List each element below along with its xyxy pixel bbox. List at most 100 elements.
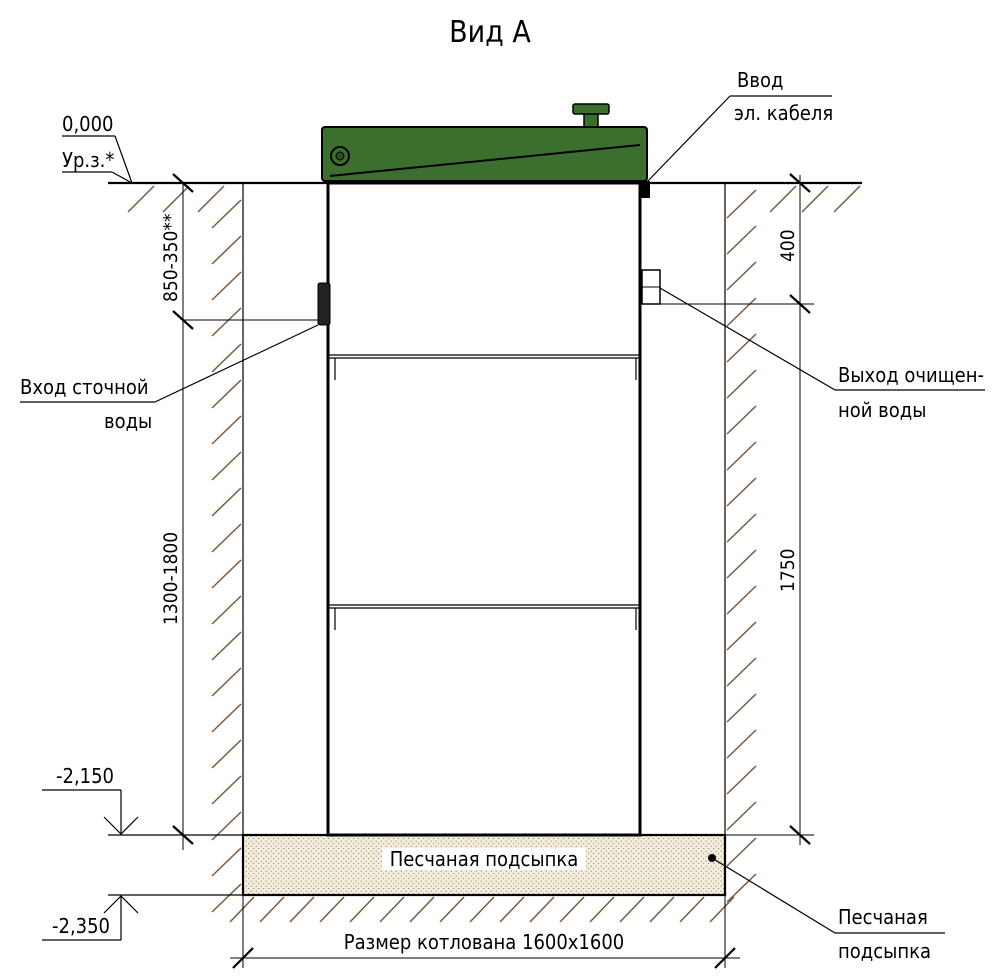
hatch-stroke [726,297,757,327]
hatch-stroke [211,703,242,733]
sand-label-1: Песчаная [838,905,928,929]
hatch-stroke [726,513,757,543]
hatch-stroke [197,185,225,213]
hatch-stroke [559,896,585,923]
ground-level-value: 0,000 [62,112,114,136]
hatch-stroke [211,415,242,445]
hatch-stroke [726,477,757,507]
ground-level-label: Ур.з.* [62,148,114,172]
hatch-stroke [259,896,285,923]
pit-size-label: Размер котлована 1600x1600 [344,930,624,954]
hatch-stroke [211,667,242,697]
hatch-stroke [726,225,757,255]
hatch-stroke [709,896,735,923]
hatch-stroke [726,333,757,363]
hatch-stroke [127,185,155,213]
hatch-stroke [726,261,757,291]
hatch-stroke [319,896,345,923]
hatch-stroke [349,896,375,923]
hatch-stroke [726,189,757,219]
hatch-stroke [211,811,242,841]
hatch-stroke [679,896,705,923]
sand-label-bg [382,848,586,870]
hatch-stroke [529,896,555,923]
hatch-stroke [379,896,405,923]
hatch-stroke [726,585,757,615]
level-2150-value: -2,150 [56,764,114,788]
cable-label-2: эл. кабеля [734,101,833,125]
hatch-stroke [726,765,757,795]
right-dimension-chain: 400 1750 [660,173,814,845]
sand-bed [241,833,727,897]
hatch-stroke [726,441,757,471]
hatch-stroke [211,883,242,913]
hatch-stroke [619,896,645,923]
hatch-stroke [211,235,242,265]
hatch-stroke [211,451,242,481]
hatch-stroke [211,271,242,301]
hatch-stroke [726,837,757,867]
dim-1750: 1750 [777,549,799,593]
hatch-stroke [211,379,242,409]
cable-label-1: Ввод [737,68,783,92]
left-dimension-chain: 850-350** 1300-1800 [160,173,318,850]
dim-400: 400 [777,229,799,262]
sand-inside-label: Песчаная подсыпка [390,847,578,871]
hatch-stroke [589,896,615,923]
tank-lid [321,103,650,198]
hatch-stroke [726,873,757,903]
sand-label-2: подсыпка [838,939,931,963]
callout-inlet: Вход сточной воды [20,324,319,433]
inlet-label-2: воды [104,409,152,433]
hatch-stroke [833,185,861,213]
outlet-label-1: Выход очищен- [838,363,984,387]
hatch-stroke [211,343,242,373]
hatch-stroke [726,729,757,759]
level-mark-ground: 0,000 Ур.з.* [62,112,133,184]
dim-850-350: 850-350** [160,213,182,302]
hatch-stroke [499,896,525,923]
callout-sand: Песчаная подсыпка [711,857,945,963]
level-2350-value: -2,350 [52,914,110,938]
hatch-stroke [229,896,255,923]
hatch-stroke [726,369,757,399]
inlet-label-1: Вход сточной [20,375,149,399]
view-title: Вид А [449,15,531,50]
hatch-stroke [162,185,190,213]
hatch-stroke [211,307,242,337]
lid-vent [583,112,599,128]
inlet-pipe [317,282,331,326]
hatch-stroke [211,595,242,625]
hatch-stroke [211,775,242,805]
bottom-dimension: Размер котлована 1600x1600 [230,895,740,969]
outlet-label-2: ной воды [838,398,926,422]
tank-body [326,181,642,837]
cable-inlet [640,181,650,198]
hatch-stroke [726,549,757,579]
hatch-stroke [211,559,242,589]
hatch-stroke [649,896,675,923]
hatch-stroke [211,631,242,661]
hatch-stroke [211,739,242,769]
hatch-stroke [469,896,495,923]
callout-cable: Ввод эл. кабеля [645,68,833,184]
level-mark-bottom-pit: -2,350 [42,894,243,941]
hatch-stroke [726,405,757,435]
hatch-stroke [211,199,242,229]
hatch-stroke [211,847,242,877]
hatch-stroke [726,693,757,723]
level-mark-bottom-tank: -2,150 [42,764,243,836]
hatch-stroke [726,657,757,687]
callout-outlet: Выход очищен- ной воды [659,287,985,422]
hatch-stroke [801,185,829,213]
hatch-stroke [289,896,315,923]
ground-hatching [127,185,861,923]
dim-1300-1800: 1300-1800 [160,532,182,625]
hatch-stroke [409,896,435,923]
hatch-stroke [211,523,242,553]
hatch-stroke [439,896,465,923]
hatch-stroke [726,621,757,651]
hatch-stroke [769,185,797,213]
